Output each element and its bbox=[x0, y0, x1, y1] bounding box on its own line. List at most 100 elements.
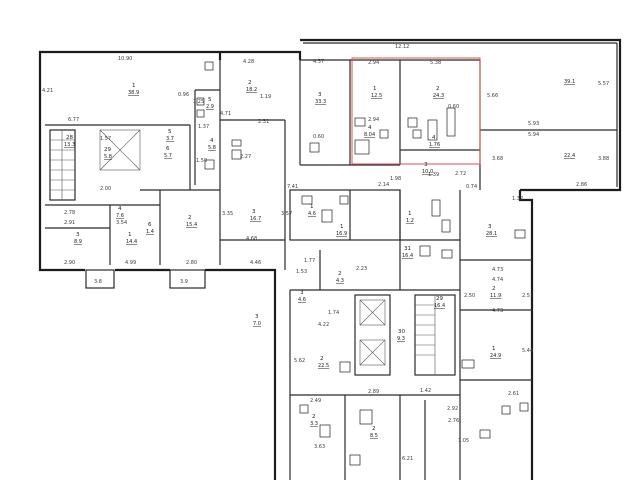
svg-text:5.7: 5.7 bbox=[164, 153, 172, 159]
svg-text:9.3: 9.3 bbox=[397, 336, 405, 342]
svg-text:28: 28 bbox=[66, 135, 73, 141]
svg-text:28.1: 28.1 bbox=[486, 231, 497, 237]
room-label: 211.9 bbox=[490, 286, 501, 299]
svg-text:3: 3 bbox=[255, 314, 259, 320]
svg-text:11.9: 11.9 bbox=[490, 293, 501, 299]
central-core bbox=[289, 189, 456, 376]
dimension-label: 4.73 bbox=[492, 308, 503, 314]
svg-text:29: 29 bbox=[436, 296, 443, 302]
room-label: 48.04 bbox=[364, 125, 375, 138]
svg-text:1: 1 bbox=[310, 204, 314, 210]
room-label: 14.6 bbox=[308, 204, 316, 217]
balcony-area: 3.9 bbox=[180, 279, 188, 285]
exterior-walls bbox=[38, 38, 622, 480]
room-label: 124.9 bbox=[490, 346, 501, 359]
room-label: 37.0 bbox=[253, 314, 261, 327]
svg-text:4.6: 4.6 bbox=[298, 297, 306, 303]
svg-text:8.04: 8.04 bbox=[364, 132, 375, 138]
dimension-label: 4.37 bbox=[313, 59, 324, 65]
svg-text:5.8: 5.8 bbox=[208, 145, 216, 151]
dimension-label: 1.25 bbox=[193, 99, 204, 105]
svg-text:5: 5 bbox=[168, 129, 172, 135]
dimension-label: 2.90 bbox=[64, 260, 75, 266]
dimension-label: 2.92 bbox=[447, 406, 458, 412]
room-label: 53.7 bbox=[166, 129, 174, 142]
svg-text:10.0: 10.0 bbox=[422, 169, 433, 175]
dimension-label: 10.90 bbox=[118, 56, 132, 62]
dimension-label: 6.21 bbox=[402, 456, 413, 462]
room-label: 218.2 bbox=[246, 80, 257, 93]
dimension-label: 0.74 bbox=[466, 184, 477, 190]
svg-text:22.5: 22.5 bbox=[318, 363, 329, 369]
svg-text:4.3: 4.3 bbox=[336, 278, 344, 284]
dimension-label: 4.71 bbox=[220, 111, 231, 117]
room-label: 295.8 bbox=[104, 147, 112, 160]
room-label: 22.4 bbox=[564, 153, 575, 159]
room-label: 24.3 bbox=[336, 271, 344, 284]
svg-text:5: 5 bbox=[208, 97, 212, 103]
dimension-label: 3.63 bbox=[314, 444, 325, 450]
dimension-label: 2.94 bbox=[368, 117, 379, 123]
dimension-label: 5.93 bbox=[528, 121, 539, 127]
highlighted-apartment bbox=[351, 57, 481, 165]
svg-text:3: 3 bbox=[252, 209, 256, 215]
svg-text:1: 1 bbox=[408, 211, 412, 217]
svg-text:3.3: 3.3 bbox=[310, 421, 318, 427]
dimension-label: 1.98 bbox=[390, 176, 401, 182]
dimension-label: 2.94 bbox=[368, 60, 379, 66]
svg-text:8.9: 8.9 bbox=[74, 239, 82, 245]
dimension-label: 12.12 bbox=[395, 44, 409, 50]
svg-text:16.7: 16.7 bbox=[250, 216, 261, 222]
svg-text:16.4: 16.4 bbox=[434, 303, 445, 309]
svg-text:12.5: 12.5 bbox=[371, 93, 382, 99]
dimension-label: 1.77 bbox=[304, 258, 315, 264]
svg-text:3: 3 bbox=[488, 224, 492, 230]
svg-text:4.6: 4.6 bbox=[308, 211, 316, 217]
svg-text:5.8: 5.8 bbox=[104, 154, 112, 160]
room-label: 215.4 bbox=[186, 215, 197, 228]
svg-text:3: 3 bbox=[318, 92, 322, 98]
dimension-label: 7.41 bbox=[287, 184, 298, 190]
dimension-label: 3.57 bbox=[281, 211, 292, 217]
dimension-label: 1.74 bbox=[328, 310, 339, 316]
svg-text:7.6: 7.6 bbox=[116, 213, 124, 219]
room-label: 116.9 bbox=[336, 224, 347, 237]
dimension-label: 0.60 bbox=[448, 104, 459, 110]
dimension-label: 1.50 bbox=[196, 158, 207, 164]
svg-text:29: 29 bbox=[104, 147, 111, 153]
dimension-label: 5.57 bbox=[598, 81, 609, 87]
dimension-labels: 10.90 4.28 4.37 12.12 2.94 5.38 4.21 6.7… bbox=[42, 44, 609, 462]
svg-text:2: 2 bbox=[188, 215, 192, 221]
svg-text:13.3: 13.3 bbox=[64, 142, 75, 148]
dimension-label: 5.44 bbox=[522, 348, 533, 354]
dimension-label: 2.80 bbox=[186, 260, 197, 266]
dimension-label: 2.91 bbox=[64, 220, 75, 226]
stair-steps-left bbox=[50, 129, 141, 200]
dimension-label: 2.89 bbox=[368, 389, 379, 395]
dimension-label: 2.76 bbox=[448, 418, 459, 424]
room-label: 11.2 bbox=[406, 211, 414, 224]
dimension-label: 3.35 bbox=[222, 211, 233, 217]
room-label: 23.3 bbox=[310, 414, 318, 427]
dimension-label: 2.23 bbox=[356, 266, 367, 272]
room-label: 328.1 bbox=[486, 224, 497, 237]
svg-text:6: 6 bbox=[148, 222, 152, 228]
room-label: 222.5 bbox=[318, 356, 329, 369]
svg-text:24.3: 24.3 bbox=[433, 93, 444, 99]
svg-text:4: 4 bbox=[432, 135, 436, 141]
room-label: 333.3 bbox=[315, 92, 326, 105]
svg-text:4: 4 bbox=[368, 125, 372, 131]
dimension-label: 1.39 bbox=[428, 172, 439, 178]
dimension-label: 2.78 bbox=[64, 210, 75, 216]
room-label: 38.9 bbox=[74, 232, 82, 245]
svg-text:30: 30 bbox=[398, 329, 405, 335]
dimension-label: 4.74 bbox=[492, 277, 503, 283]
interior-walls-left bbox=[45, 60, 400, 270]
svg-text:1.4: 1.4 bbox=[146, 229, 154, 235]
svg-text:38.9: 38.9 bbox=[128, 90, 139, 96]
room-label: 310.0 bbox=[422, 162, 433, 175]
svg-text:24.9: 24.9 bbox=[490, 353, 501, 359]
